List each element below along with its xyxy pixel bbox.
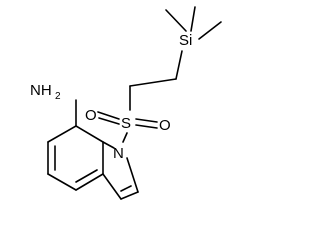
bond-c-si	[175, 50, 183, 80]
bond	[120, 191, 139, 200]
ring-nitrogen-label: N	[113, 145, 124, 162]
double-bond-s-o-left	[97, 111, 120, 120]
bond	[75, 173, 104, 191]
double-bond-s-o-right	[135, 124, 158, 129]
bond	[47, 173, 77, 191]
bond-si-methyl	[165, 9, 187, 32]
bond-si-methyl	[198, 21, 222, 40]
bond	[47, 125, 77, 143]
bond-si-methyl	[190, 6, 196, 32]
bond	[75, 125, 104, 143]
silicon-label: Si	[179, 32, 192, 49]
amine-subscript: 2	[55, 91, 61, 102]
molecule-diagram: NH 2 N S O O Si	[30, 6, 222, 200]
benzene-ring	[47, 125, 104, 191]
pyrrole-ring	[102, 141, 139, 200]
bond	[102, 141, 115, 149]
bond-n-s	[122, 132, 128, 143]
oxygen-right-label: O	[159, 117, 171, 134]
sulfur-label: S	[121, 115, 131, 132]
bond	[126, 157, 139, 193]
bond-c-c	[129, 78, 177, 87]
oxygen-left-label: O	[85, 107, 97, 124]
double-bond-inner	[120, 185, 132, 192]
double-bond-s-o-left	[98, 117, 120, 125]
bond	[102, 173, 122, 200]
double-bond-inner	[75, 169, 98, 183]
structure-canvas: NH 2 N S O O Si	[30, 6, 222, 200]
double-bond-s-o-right	[135, 118, 158, 123]
amine-label: NH	[30, 82, 52, 99]
